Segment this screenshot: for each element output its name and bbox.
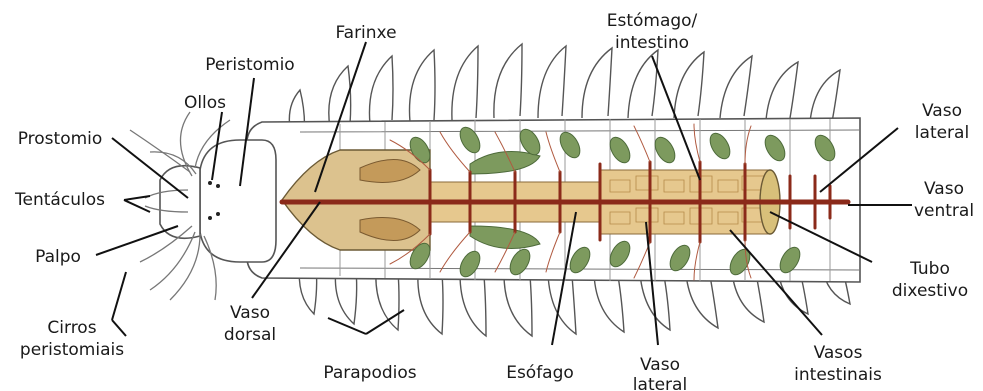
label-vaso-dorsal-2: dorsal <box>224 325 276 345</box>
label-ollos: Ollos <box>184 93 226 113</box>
label-tentaculos: Tentáculos <box>14 190 105 210</box>
label-vasos-intestinais-1: Vasos <box>814 343 863 363</box>
label-vasos-intestinais-2: intestinais <box>794 365 882 385</box>
eye-dot <box>208 181 212 185</box>
eye-dot <box>208 216 212 220</box>
label-esofago: Esófago <box>506 363 574 383</box>
label-vaso-lateral-bottom-2: lateral <box>633 375 687 391</box>
label-estomago-1: Estómago/ <box>607 11 698 31</box>
label-vaso-dorsal-1: Vaso <box>230 303 270 323</box>
eye-dot <box>216 184 220 188</box>
label-peristomio: Peristomio <box>205 55 294 75</box>
label-vaso-ventral-1: Vaso <box>924 179 964 199</box>
label-cirros-1: Cirros <box>47 318 96 338</box>
label-vaso-lateral-bottom-1: Vaso <box>640 355 680 375</box>
label-vaso-lateral-top-2: lateral <box>915 123 969 143</box>
label-estomago-2: intestino <box>615 33 689 53</box>
label-tubo-dixestivo-2: dixestivo <box>892 281 968 301</box>
eye-dot <box>216 212 220 216</box>
label-prostomio: Prostomio <box>18 129 103 149</box>
label-vaso-ventral-2: ventral <box>914 201 974 221</box>
label-palpo: Palpo <box>35 247 81 267</box>
label-tubo-dixestivo-1: Tubo <box>909 259 950 279</box>
label-vaso-lateral-top-1: Vaso <box>922 101 962 121</box>
label-farinxe: Farinxe <box>335 23 396 43</box>
label-cirros-2: peristomiais <box>20 340 124 360</box>
head <box>160 140 276 262</box>
label-parapodios: Parapodios <box>323 363 416 383</box>
